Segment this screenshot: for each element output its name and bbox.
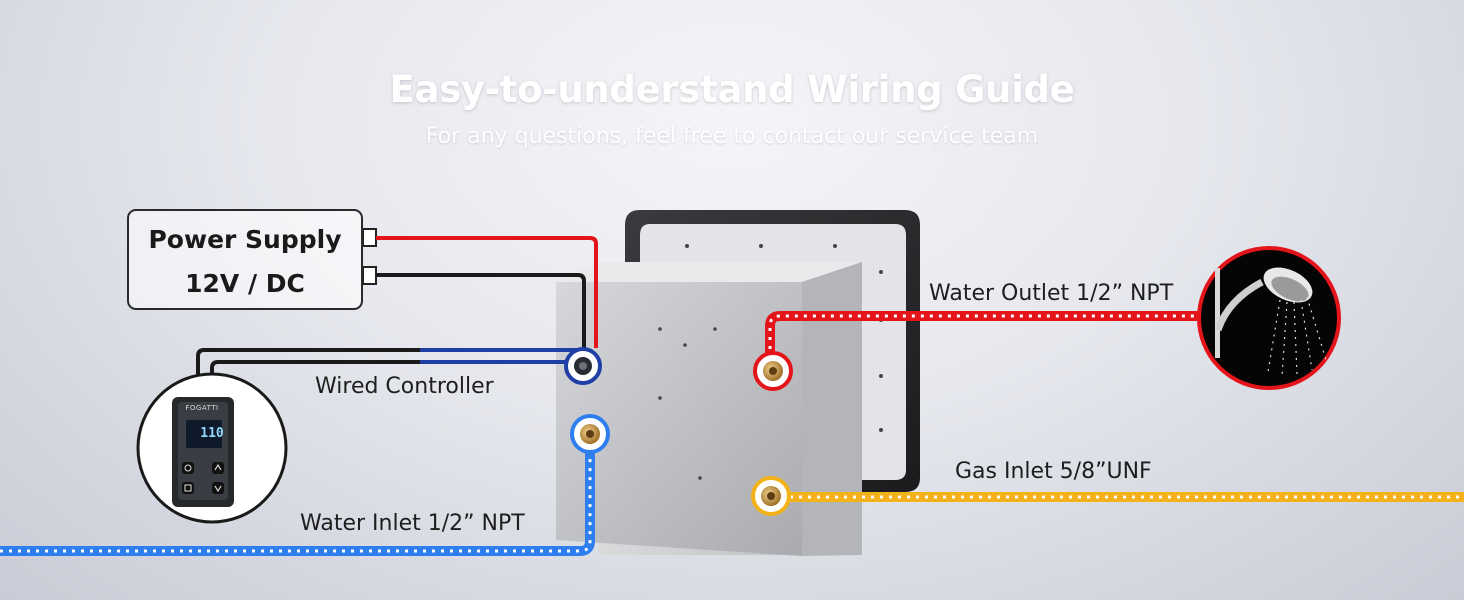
controller-brand: FOGATTI	[185, 404, 219, 412]
shower-head-icon	[1197, 246, 1341, 390]
controller-port	[564, 347, 602, 385]
power-supply-title: Power Supply	[148, 225, 342, 254]
page-title: Easy-to-understand Wiring Guide	[389, 68, 1075, 111]
controller-cable	[196, 348, 580, 375]
power-supply-box: Power Supply 12V / DC	[127, 209, 363, 310]
controller-display: 110	[200, 426, 224, 441]
power-supply-rating: 12V / DC	[185, 269, 305, 298]
water-inlet-port	[570, 414, 610, 454]
water-heater-icon	[556, 210, 920, 556]
water-outlet-port	[753, 351, 793, 391]
wired-controller-label: Wired Controller	[315, 374, 494, 399]
water-inlet-label: Water Inlet 1/2” NPT	[300, 511, 525, 536]
gas-inlet-port	[751, 476, 791, 516]
water-inlet-pipe	[0, 445, 595, 556]
power-wires	[362, 228, 598, 348]
water-outlet-label: Water Outlet 1/2” NPT	[929, 281, 1174, 306]
wired-controller-icon	[136, 372, 288, 524]
page-subtitle: For any questions, feel free to contact …	[425, 124, 1039, 149]
gas-inlet-label: Gas Inlet 5/8”UNF	[955, 459, 1152, 484]
water-outlet-pipe	[765, 311, 1205, 358]
